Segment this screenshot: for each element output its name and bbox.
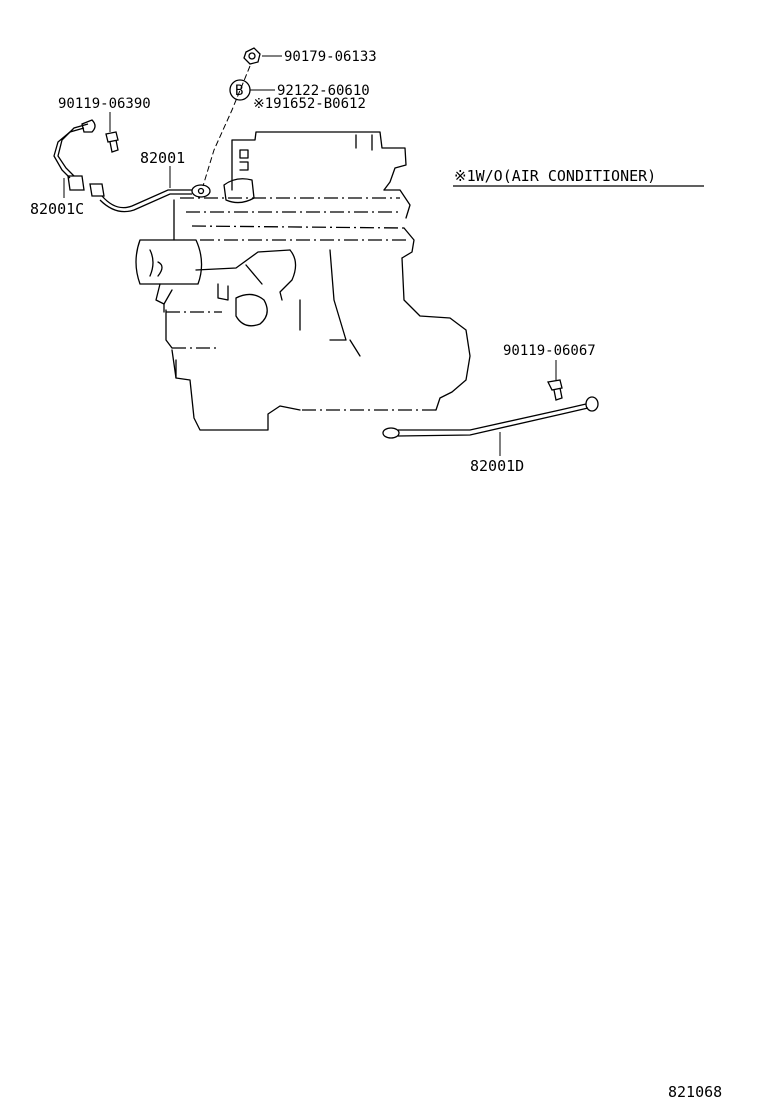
leader-lines xyxy=(63,55,557,456)
engine-block-outline xyxy=(135,131,471,431)
bolt-icon-90119-06390 xyxy=(105,131,119,153)
bolt-icon-90119-06067 xyxy=(547,379,563,401)
label-82001d: 82001D xyxy=(470,457,524,475)
label-82001c: 82001C xyxy=(30,200,84,218)
label-90179-06133: 90179-06133 xyxy=(284,49,377,65)
cable-82001d xyxy=(382,396,599,439)
label-82001: 82001 xyxy=(140,149,185,167)
note-without-air-conditioner: ※1W/O(AIR CONDITIONER) xyxy=(454,167,656,185)
label-90119-06067: 90119-06067 xyxy=(503,343,596,359)
assembly-line-nut xyxy=(202,65,251,187)
cable-82001c xyxy=(53,119,211,213)
figure-id: 821068 xyxy=(668,1083,722,1101)
label-191652-b0612: ※191652-B0612 xyxy=(253,96,366,112)
nut-icon-90179-06133 xyxy=(243,47,261,65)
label-90119-06390: 90119-06390 xyxy=(58,96,151,112)
label-92122-60610: 92122-60610 xyxy=(277,83,370,99)
callout-b-letter: B xyxy=(235,83,243,99)
